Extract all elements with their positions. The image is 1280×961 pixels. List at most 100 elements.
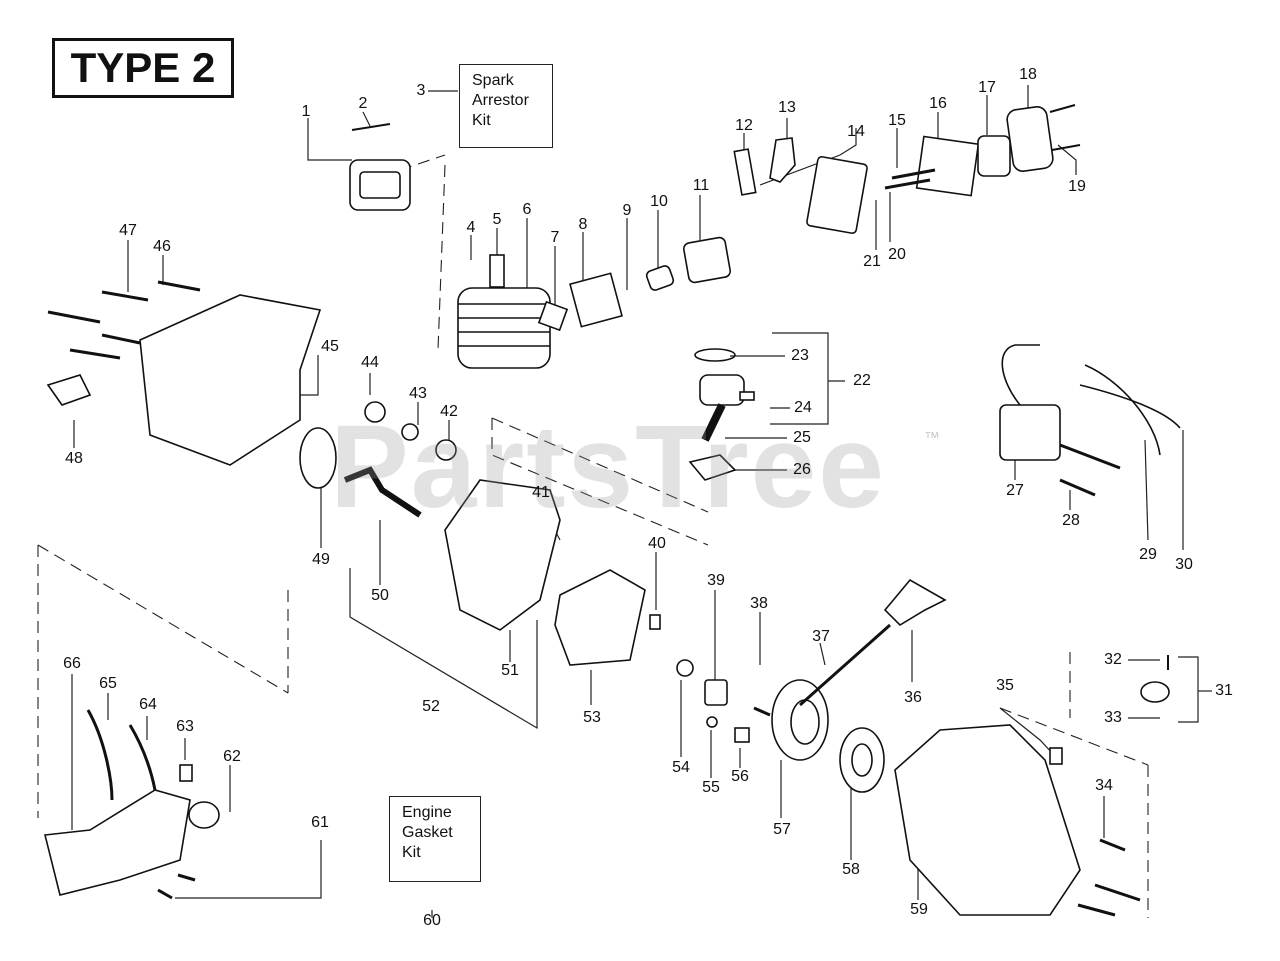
dash-line-crank (491, 418, 709, 546)
callout-63: 63 (176, 718, 194, 735)
part-lever-13 (769, 137, 796, 183)
part-cylinder (457, 287, 551, 369)
leader-2 (362, 111, 371, 127)
part-air-filter (977, 135, 1011, 177)
callout-30: 30 (1175, 556, 1193, 573)
callout-31: 31 (1215, 682, 1233, 699)
part-item-33 (1140, 681, 1170, 703)
callout-55: 55 (702, 779, 720, 796)
leader-22 (770, 332, 829, 425)
part-filter-frame (915, 135, 980, 197)
callout-25: 25 (793, 429, 811, 446)
callout-15: 15 (888, 112, 906, 129)
part-muffler-gasket (349, 159, 411, 211)
part-muffler-gasket-hole (359, 171, 401, 199)
part-starter-housing (894, 724, 1081, 916)
callout-19: 19 (1068, 178, 1086, 195)
part-rewind-spring (839, 727, 885, 793)
part-spacer-10 (645, 265, 675, 291)
callout-23: 23 (791, 347, 809, 364)
callout-22: 22 (853, 372, 871, 389)
callout-61: 61 (311, 814, 329, 831)
part-gasket-7 (537, 300, 569, 332)
callout-40: 40 (648, 535, 666, 552)
part-crankshaft (343, 466, 422, 518)
part-wire-29 (1084, 364, 1161, 456)
callout-42: 42 (440, 403, 458, 420)
type-label: TYPE 2 (52, 38, 234, 98)
callout-21: 21 (863, 253, 881, 270)
part-pin (351, 123, 391, 131)
callout-45: 45 (321, 338, 339, 355)
callout-6: 6 (522, 201, 532, 218)
callout-64: 64 (139, 696, 157, 713)
callout-62: 62 (223, 748, 241, 765)
part-plate-12 (733, 148, 757, 196)
callout-18: 18 (1019, 66, 1037, 83)
callout-5: 5 (492, 211, 502, 228)
callout-26: 26 (793, 461, 811, 478)
part-bracket-14 (806, 156, 868, 234)
part-fuel-line-65 (86, 709, 114, 801)
callout-7: 7 (550, 229, 560, 246)
callout-17: 17 (978, 79, 996, 96)
callout-29: 29 (1139, 546, 1157, 563)
part-pawl-56 (734, 727, 750, 743)
callout-44: 44 (361, 354, 379, 371)
leader-1 (307, 118, 352, 161)
leader-19 (1057, 144, 1077, 175)
engine-gasket-kit-line: Engine (402, 804, 452, 821)
callout-50: 50 (371, 587, 389, 604)
callout-10: 10 (650, 193, 668, 210)
callout-59: 59 (910, 901, 928, 918)
part-bolt-39 (704, 679, 728, 706)
callout-4: 4 (466, 219, 476, 236)
callout-1: 1 (301, 103, 311, 120)
dash-line-crank2 (491, 417, 709, 513)
engine-gasket-kit-box: Engine Gasket Kit (389, 796, 481, 882)
callout-12: 12 (735, 117, 753, 134)
part-seal-43 (401, 423, 419, 441)
part-wrist-pin (739, 391, 755, 401)
part-fuel-tank (44, 789, 191, 896)
callout-46: 46 (153, 238, 171, 255)
callout-33: 33 (1104, 709, 1122, 726)
callout-49: 49 (312, 551, 330, 568)
callout-58: 58 (842, 861, 860, 878)
part-starter-handle (883, 578, 947, 627)
leader-52 (349, 568, 538, 730)
callout-65: 65 (99, 675, 117, 692)
callout-24: 24 (794, 399, 812, 416)
part-item-35 (1049, 747, 1063, 765)
callout-43: 43 (409, 385, 427, 402)
leader-14 (759, 128, 857, 186)
watermark-tm: ™ (924, 430, 940, 447)
dash-line-muffler (437, 164, 446, 351)
spark-arrestor-kit-line: Arrestor (472, 92, 529, 109)
part-shroud (139, 294, 322, 466)
part-flywheel (554, 569, 646, 666)
callout-56: 56 (731, 768, 749, 785)
callout-51: 51 (501, 662, 519, 679)
callout-38: 38 (750, 595, 768, 612)
part-washer-54 (676, 659, 694, 677)
callout-41: 41 (532, 484, 550, 501)
leader-45 (300, 355, 319, 396)
dash-line-case2 (999, 707, 1149, 766)
spark-arrestor-kit-line: Kit (472, 112, 491, 129)
callout-52: 52 (422, 698, 440, 715)
engine-gasket-kit-line: Gasket (402, 824, 453, 841)
part-crankcase (444, 479, 561, 631)
callout-3: 3 (416, 82, 426, 99)
part-o-ring (299, 427, 337, 489)
callout-16: 16 (929, 95, 947, 112)
dash-line-cover (37, 544, 289, 694)
part-bearing-44 (364, 401, 386, 423)
part-piston-ring (694, 348, 736, 362)
leader-31 (1178, 656, 1199, 723)
callout-34: 34 (1095, 777, 1113, 794)
callout-20: 20 (888, 246, 906, 263)
part-screw-55 (706, 716, 718, 728)
callout-27: 27 (1006, 482, 1024, 499)
